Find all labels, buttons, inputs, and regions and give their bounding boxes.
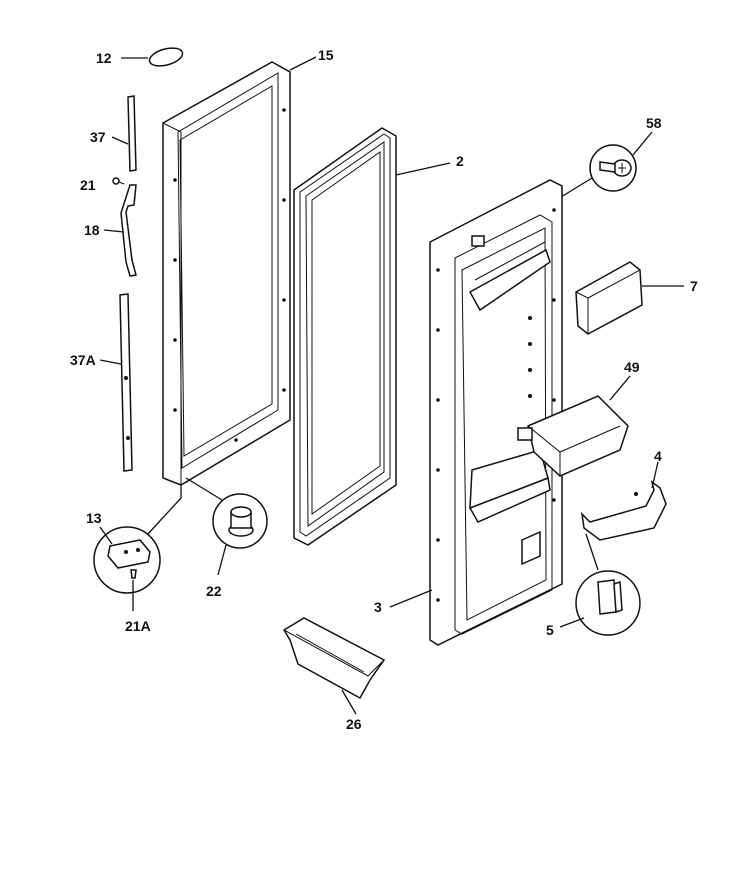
part-58-screw-detail: [547, 131, 653, 206]
part-26-bin: [282, 617, 386, 715]
callout-49: 49: [624, 359, 640, 375]
part-5-clip-detail: [559, 533, 641, 636]
callout-12: 12: [96, 50, 112, 66]
part-37a-trim-strip: [99, 293, 133, 472]
callout-3: 3: [374, 599, 382, 615]
part-18-bracket: [103, 184, 137, 277]
callout-37: 37: [90, 129, 106, 145]
callout-22: 22: [206, 583, 222, 599]
part-22-plug-detail: [185, 477, 268, 576]
callout-37a: 37A: [70, 352, 96, 368]
part-7-bin-cover: [575, 261, 684, 335]
part-2-gasket: [293, 127, 451, 546]
part-12-badge: [121, 47, 184, 67]
part-37-trim-strip: [111, 95, 137, 172]
callout-5: 5: [546, 622, 554, 638]
part-49-door-bin: [517, 375, 631, 477]
callout-15: 15: [318, 47, 334, 63]
callout-26: 26: [346, 716, 362, 732]
callout-4: 4: [654, 448, 662, 464]
callout-21a: 21A: [125, 618, 151, 634]
callout-21: 21: [80, 177, 96, 193]
part-13-hinge-detail: [93, 485, 182, 611]
callout-13: 13: [86, 510, 102, 526]
callout-58: 58: [646, 115, 662, 131]
part-3-door-liner: [389, 179, 563, 646]
callout-7: 7: [690, 278, 698, 294]
callout-18: 18: [84, 222, 100, 238]
part-15-door-frame: [162, 56, 317, 486]
part-4-bin-rail: [580, 461, 667, 541]
part-21-screw: [112, 177, 125, 185]
callout-2: 2: [456, 153, 464, 169]
